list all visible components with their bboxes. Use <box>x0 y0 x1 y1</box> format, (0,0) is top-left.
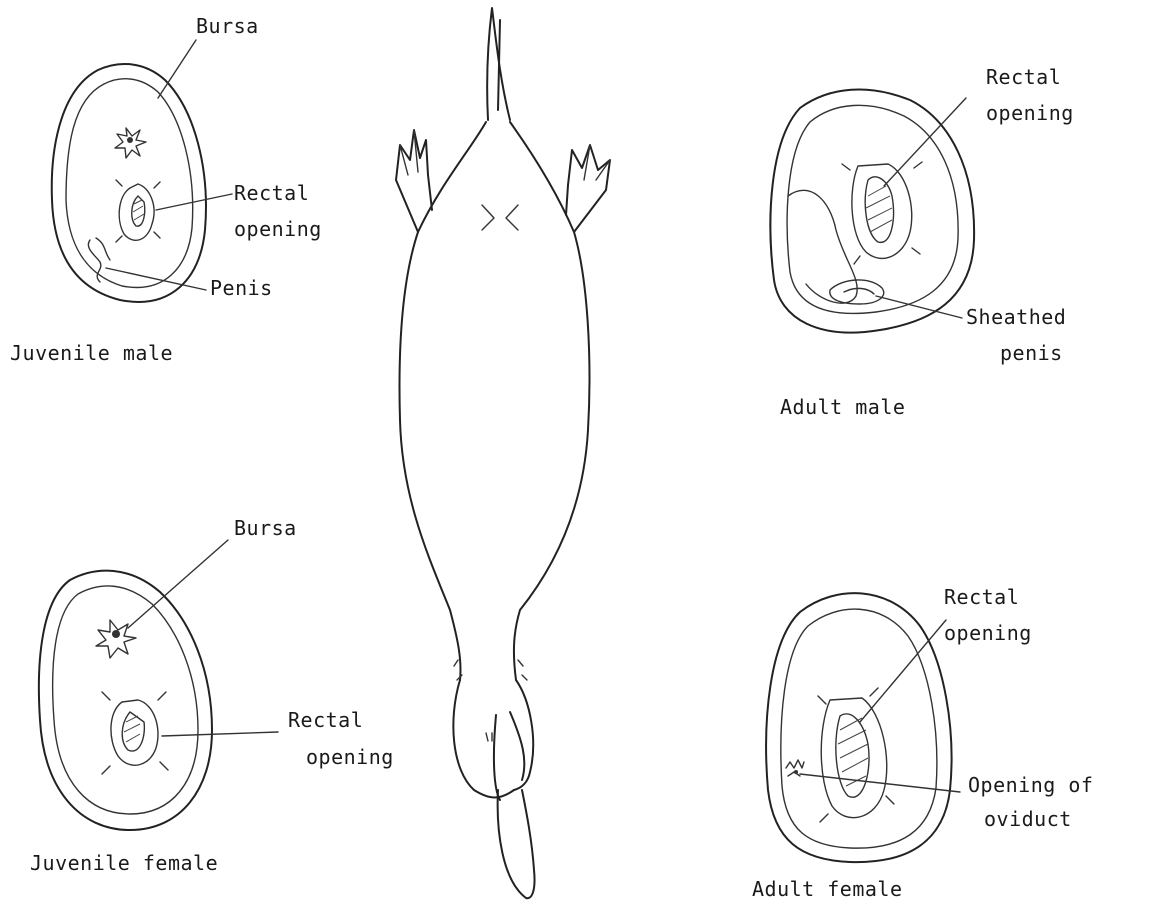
duck-body-illustration <box>396 8 610 898</box>
adult-male-cloaca: Rectal opening Sheathed penis Adult male <box>770 65 1073 419</box>
bursa-label: Bursa <box>234 516 297 540</box>
adult-male-caption: Adult male <box>780 395 905 419</box>
juvenile-female-caption: Juvenile female <box>30 851 218 875</box>
sheathed-penis-label-line1: Sheathed <box>966 305 1066 329</box>
adult-female-caption: Adult female <box>752 877 903 901</box>
adult-female-cloaca: Rectal opening Opening of oviduct Adult … <box>752 585 1093 901</box>
rectal-label-line1: Rectal <box>234 181 309 205</box>
rectal-label-line1: Rectal <box>944 585 1019 609</box>
rectal-label-line1: Rectal <box>288 708 363 732</box>
rectal-label-line2: opening <box>306 745 394 769</box>
oviduct-label-line1: Opening of <box>968 773 1093 797</box>
bursa-marker <box>115 128 146 158</box>
penis-label: Penis <box>210 276 273 300</box>
rectal-opening-marker <box>116 180 160 242</box>
juvenile-male-cloaca: Bursa Rectal opening Penis Juvenile male <box>10 14 322 365</box>
sheathed-penis-label-line2: penis <box>1000 341 1063 365</box>
rectal-label-line2: opening <box>986 101 1074 125</box>
juvenile-female-cloaca: Bursa Rectal opening Juvenile female <box>30 516 394 875</box>
rectal-opening-marker <box>818 688 894 822</box>
rectal-label-line2: opening <box>234 217 322 241</box>
rectal-opening-marker <box>842 162 922 264</box>
rectal-opening-marker <box>102 692 168 774</box>
rectal-label-line1: Rectal <box>986 65 1061 89</box>
oviduct-label-line2: oviduct <box>984 807 1072 831</box>
bursa-label: Bursa <box>196 14 259 38</box>
juvenile-male-caption: Juvenile male <box>10 341 173 365</box>
rectal-label-line2: opening <box>944 621 1032 645</box>
